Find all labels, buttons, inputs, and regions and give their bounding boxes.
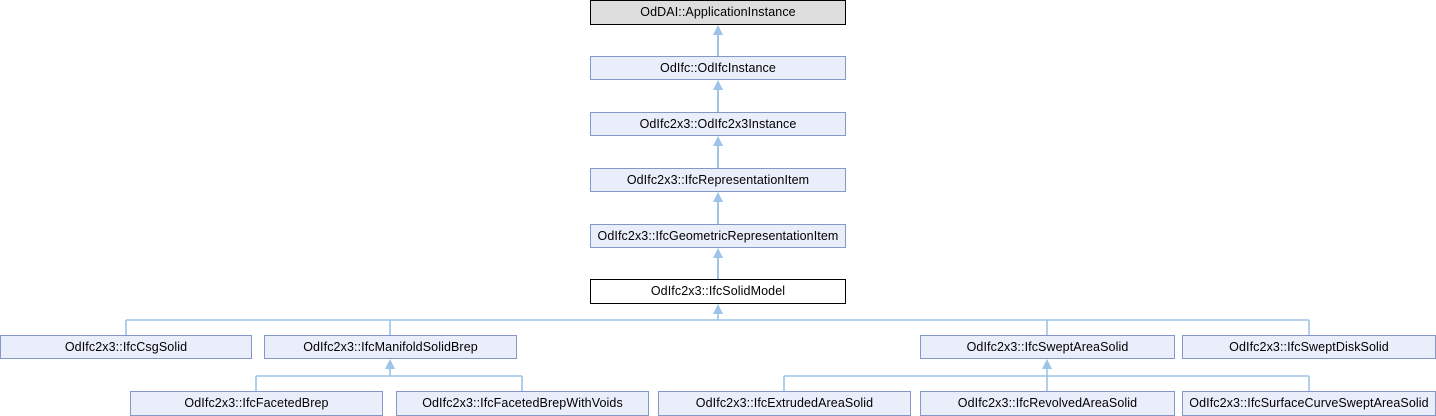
class-node-ifcrevolvedareasolid[interactable]: OdIfc2x3::IfcRevolvedAreaSolid [920, 391, 1175, 416]
class-node-label: OdDAI::ApplicationInstance [640, 5, 796, 20]
class-node-label: OdIfc2x3::IfcFacetedBrep [184, 396, 329, 411]
arrowhead-n1 [713, 80, 723, 90]
arrowhead-n2 [713, 136, 723, 146]
arrowhead-n8 [1042, 359, 1052, 369]
class-node-oddai-applicationinstance[interactable]: OdDAI::ApplicationInstance [590, 0, 846, 25]
arrowhead-n5 [713, 304, 723, 314]
class-node-label: OdIfc2x3::IfcGeometricRepresentationItem [597, 228, 839, 243]
class-node-label: OdIfc2x3::IfcManifoldSolidBrep [303, 339, 478, 354]
arrowhead-n7 [385, 359, 395, 369]
class-node-label: OdIfc2x3::IfcRevolvedAreaSolid [957, 396, 1138, 411]
class-node-label: OdIfc2x3::IfcSurfaceCurveSweptAreaSolid [1189, 396, 1429, 411]
class-node-label: OdIfc2x3::IfcExtrudedAreaSolid [695, 396, 874, 411]
class-node-ifcextrudedareasolid[interactable]: OdIfc2x3::IfcExtrudedAreaSolid [658, 391, 911, 416]
class-node-ifcsweptareasolid[interactable]: OdIfc2x3::IfcSweptAreaSolid [920, 335, 1175, 359]
class-node-label: OdIfc2x3::IfcSolidModel [650, 284, 786, 299]
class-node-label: OdIfc2x3::IfcFacetedBrepWithVoids [422, 396, 623, 411]
solidmodel-children-bus [125, 310, 1310, 335]
class-node-label: OdIfc2x3::IfcSweptDiskSolid [1229, 339, 1389, 354]
arrowhead-n3 [713, 192, 723, 202]
class-node-ifcsurfacecurvesweptareasolid[interactable]: OdIfc2x3::IfcSurfaceCurveSweptAreaSolid [1182, 391, 1436, 416]
class-node-label: OdIfc2x3::IfcSweptAreaSolid [966, 339, 1129, 354]
sweptarea-children-bus [783, 366, 1310, 391]
class-node-odifc-odifcinstance[interactable]: OdIfc::OdIfcInstance [590, 56, 846, 80]
arrowhead-n0 [713, 25, 723, 35]
class-node-label: OdIfc2x3::IfcCsgSolid [64, 339, 188, 354]
class-node-ifcfacetedbrepwithvoids[interactable]: OdIfc2x3::IfcFacetedBrepWithVoids [396, 391, 649, 416]
class-node-ifcrepresentationitem[interactable]: OdIfc2x3::IfcRepresentationItem [590, 168, 846, 192]
arrowhead-n4 [713, 248, 723, 258]
class-node-ifcfacetedbrep[interactable]: OdIfc2x3::IfcFacetedBrep [130, 391, 383, 416]
class-node-ifcgeometricrepresentationitem[interactable]: OdIfc2x3::IfcGeometricRepresentationItem [590, 224, 846, 248]
class-node-odifc2x3-odifc2x3instance[interactable]: OdIfc2x3::OdIfc2x3Instance [590, 112, 846, 136]
class-node-ifcsolidmodel[interactable]: OdIfc2x3::IfcSolidModel [590, 279, 846, 304]
class-node-ifcsweptdisksolid[interactable]: OdIfc2x3::IfcSweptDiskSolid [1182, 335, 1436, 359]
class-node-label: OdIfc::OdIfcInstance [660, 60, 776, 75]
manifold-children-bus [255, 366, 523, 391]
class-node-ifccsgsolid[interactable]: OdIfc2x3::IfcCsgSolid [0, 335, 252, 359]
class-node-label: OdIfc2x3::OdIfc2x3Instance [639, 116, 797, 131]
class-node-label: OdIfc2x3::IfcRepresentationItem [626, 172, 810, 187]
class-node-ifcmanifoldsolidbrep[interactable]: OdIfc2x3::IfcManifoldSolidBrep [264, 335, 517, 359]
